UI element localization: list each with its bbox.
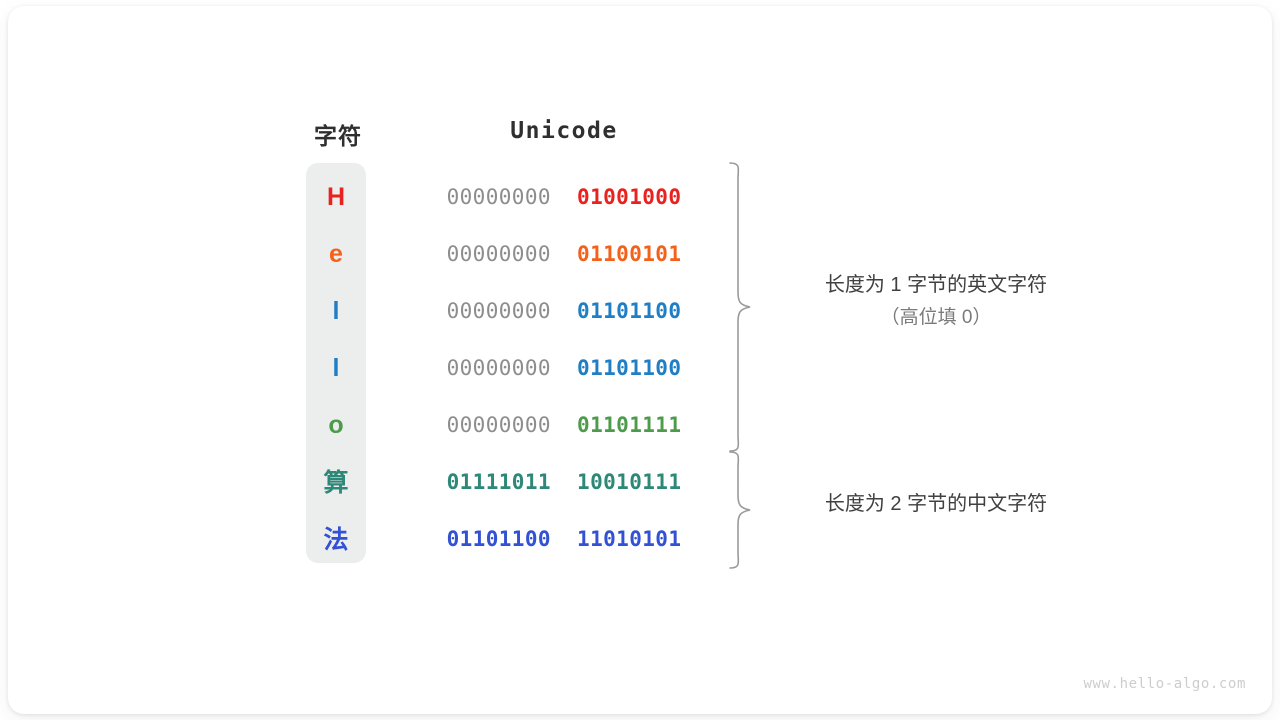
row-low-byte: 01101100 (577, 356, 682, 380)
table-row: 算 01111011 10010111 (8, 454, 1272, 511)
table-row: e 00000000 01100101 (8, 226, 1272, 283)
row-low-byte: 10010111 (577, 470, 682, 494)
row-unicode-bits: 01101100 11010101 (432, 511, 696, 568)
row-low-byte: 01101111 (577, 413, 682, 437)
table-row: l 00000000 01101100 (8, 283, 1272, 340)
row-unicode-bits: 00000000 01101100 (432, 283, 696, 340)
row-character: o (328, 411, 344, 439)
row-character: e (329, 240, 343, 268)
row-character: 算 (323, 468, 349, 497)
row-unicode-bits: 00000000 01101111 (432, 397, 696, 454)
table-row: o 00000000 01101111 (8, 397, 1272, 454)
row-unicode-bits: 01111011 10010111 (432, 454, 696, 511)
row-high-byte: 00000000 (446, 356, 551, 380)
row-character: l (332, 354, 340, 382)
table-row: 法 01101100 11010101 (8, 511, 1272, 568)
brace-two-byte-group (729, 451, 751, 569)
row-character: H (326, 183, 346, 211)
table-row: H 00000000 01001000 (8, 169, 1272, 226)
annotation-one-byte-sub: （高位填 0） (880, 307, 992, 329)
row-low-byte: 11010101 (577, 527, 682, 551)
row-high-byte: 00000000 (446, 242, 551, 266)
annotation-two-byte: 长度为 2 字节的中文字符 (761, 487, 1111, 521)
row-character: 法 (323, 525, 349, 554)
row-unicode-bits: 00000000 01101100 (432, 340, 696, 397)
figure-card: 字符 Unicode H 00000000 01001000 e 00000000 0… (8, 6, 1272, 714)
row-high-byte: 01101100 (446, 527, 551, 551)
annotation-one-byte: 长度为 1 字节的英文字符 （高位填 0） (761, 268, 1111, 335)
annotation-two-byte-main: 长度为 2 字节的中文字符 (824, 493, 1048, 515)
figure-stage: 字符 Unicode H 00000000 01001000 e 00000000 0… (8, 6, 1272, 714)
row-unicode-bits: 00000000 01001000 (432, 169, 696, 226)
row-character: l (332, 297, 340, 325)
column-header-character: 字符 (314, 123, 362, 149)
row-high-byte: 00000000 (446, 299, 551, 323)
watermark: www.hello-algo.com (1083, 676, 1246, 692)
row-low-byte: 01101100 (577, 299, 682, 323)
character-column-panel (306, 163, 366, 563)
annotation-one-byte-main: 长度为 1 字节的英文字符 (824, 274, 1048, 296)
row-low-byte: 01001000 (577, 185, 682, 209)
column-header-unicode: Unicode (510, 118, 618, 144)
row-low-byte: 01100101 (577, 242, 682, 266)
brace-one-byte-group (729, 162, 751, 452)
row-high-byte: 00000000 (446, 413, 551, 437)
row-high-byte: 01111011 (446, 470, 551, 494)
row-unicode-bits: 00000000 01100101 (432, 226, 696, 283)
table-row: l 00000000 01101100 (8, 340, 1272, 397)
row-high-byte: 00000000 (446, 185, 551, 209)
